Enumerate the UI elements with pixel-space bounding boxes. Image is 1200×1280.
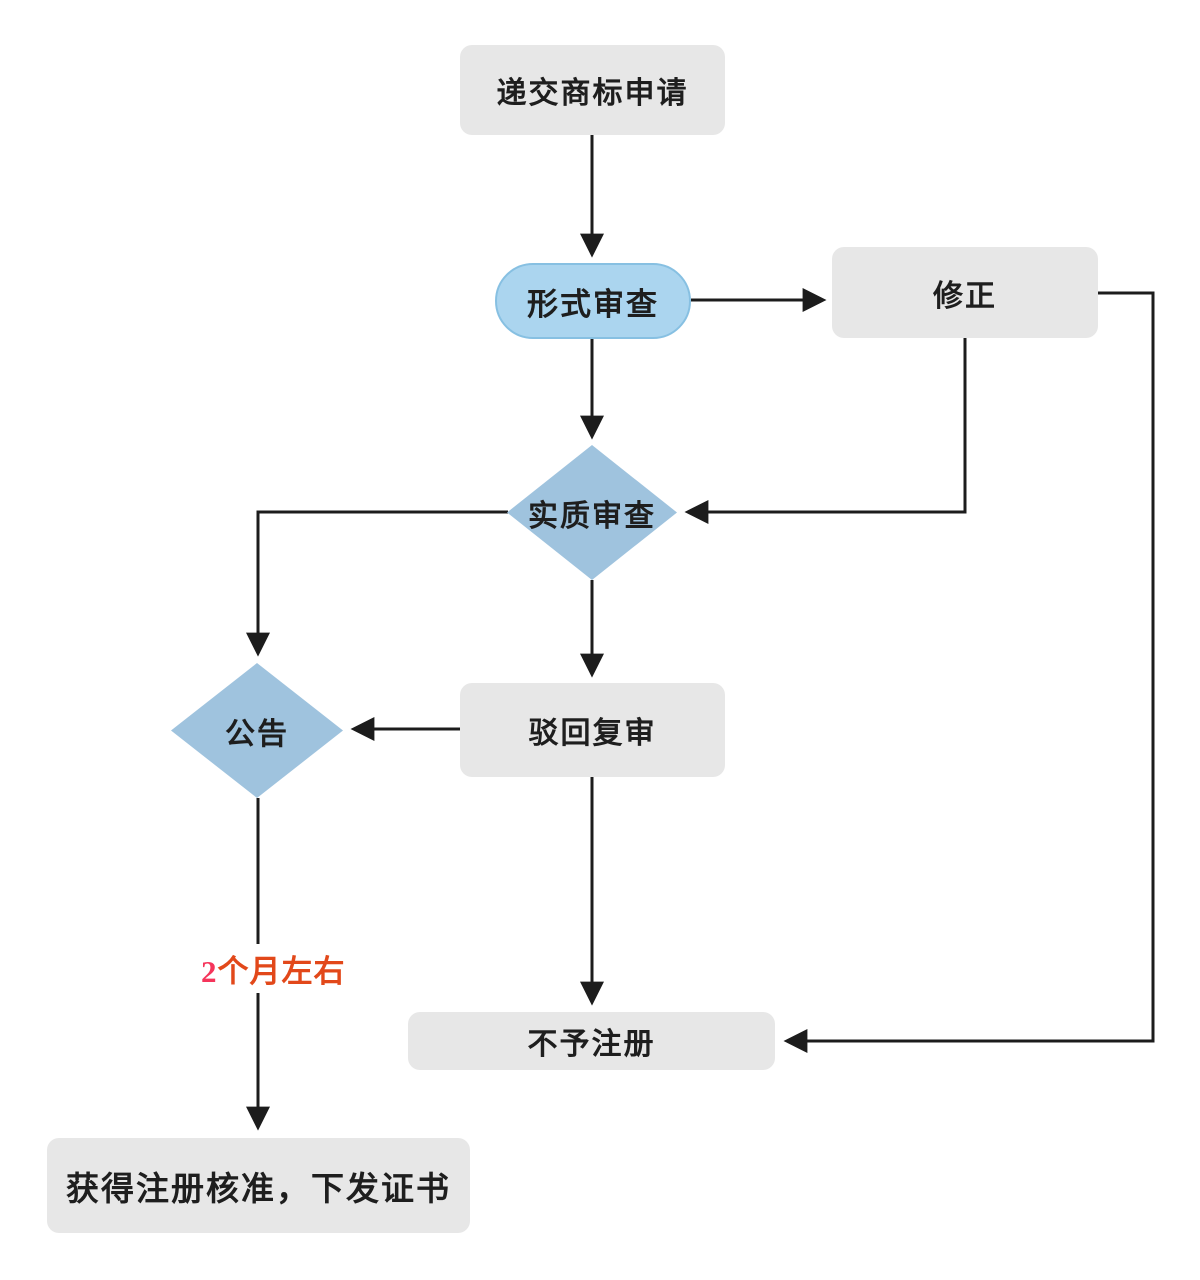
duration-annotation-number: 2	[201, 954, 218, 989]
node-certificate-issued: 获得注册核准，下发证书	[47, 1138, 470, 1233]
node-rejection-review-label: 驳回复审	[528, 717, 657, 750]
node-submit-application: 递交商标申请	[460, 45, 725, 135]
node-certificate-issued-label: 获得注册核准，下发证书	[66, 1169, 451, 1207]
node-substantive-examination-label: 实质审查	[528, 499, 656, 533]
node-amendment-label: 修正	[933, 279, 997, 313]
node-amendment: 修正	[832, 247, 1098, 338]
duration-annotation: 2个月左右	[197, 944, 350, 993]
node-registration-refused-label: 不予注册	[527, 1028, 656, 1061]
node-submit-application-label: 递交商标申请	[496, 77, 689, 110]
node-substantive-examination: 实质审查	[507, 445, 677, 580]
node-announcement-label: 公告	[225, 717, 289, 751]
edge-substantive-to-announce	[246, 510, 508, 657]
node-rejection-review: 驳回复审	[460, 683, 725, 777]
node-registration-refused: 不予注册	[408, 1012, 775, 1070]
duration-annotation-text: 个月左右	[217, 954, 346, 989]
node-formal-examination: 形式审查	[495, 263, 691, 339]
node-formal-examination-label: 形式审查	[527, 286, 659, 322]
edge-amend-to-refuse-loop	[783, 291, 1155, 1053]
edge-amend-to-substantive	[684, 338, 967, 524]
node-announcement: 公告	[171, 663, 343, 798]
